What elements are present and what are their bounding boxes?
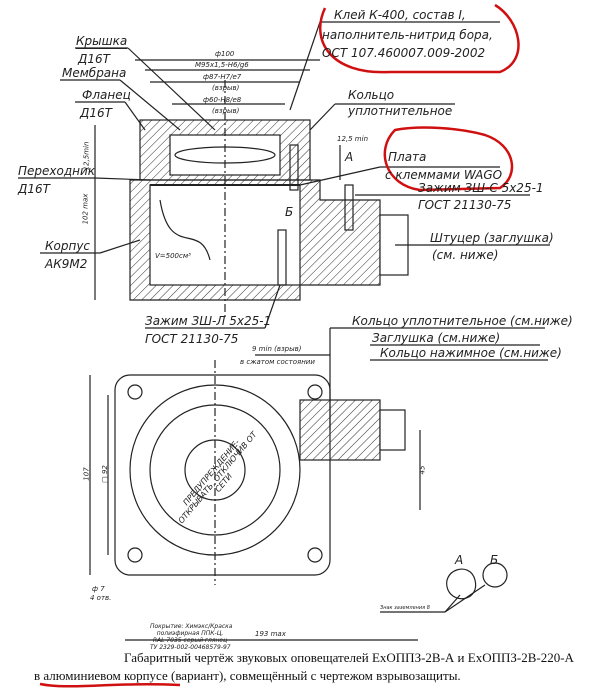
dim-gap: 9 min (взрыв) [252, 345, 302, 353]
dim-w193: 193 max [255, 630, 286, 638]
label-board: Плата [388, 150, 427, 164]
dim-w12-5: 12,5 min [337, 135, 369, 143]
label-fitting-2: (см. ниже) [432, 248, 499, 262]
dim-gap-note: в сжатом состоянии [240, 358, 315, 366]
dim-holes: 4 отв. [90, 594, 112, 602]
label-plug: Заглушка (см.ниже) [372, 331, 501, 345]
glue-note-1: Клей К-400, состав I, [334, 8, 466, 22]
dim-d60-note: (взрыв) [212, 107, 240, 115]
label-body: Корпус [45, 239, 91, 253]
coating-3: RAL 7035 серый глянец [152, 637, 228, 644]
dim-d60: ф60-Н8/е8 [203, 96, 242, 104]
dim-h107: 107 [82, 467, 91, 481]
glue-note-3: ОСТ 107.460007.009-2002 [322, 46, 486, 60]
label-adapter-mat: Д16Т [18, 182, 50, 196]
dim-d87-note: (взрыв) [212, 84, 240, 92]
label-body-mat: АК9М2 [45, 257, 88, 271]
section-a: А [345, 150, 354, 164]
caption-line-1: Габаритный чертёж звуковых оповещателей … [124, 650, 574, 665]
label-flange: Фланец [82, 88, 131, 102]
label-board-2: с клеммами WAGO [385, 168, 503, 182]
label-ring: Кольцо [348, 88, 395, 102]
label-clamp-l: Зажим ЗШ-Л 5х25-1 [145, 314, 272, 328]
label-cover: Крышка [76, 34, 128, 49]
section-b: Б [285, 205, 294, 219]
label-clamp-l-gost: ГОСТ 21130-75 [145, 332, 239, 346]
coating-2: полиэфирная ППК-Ц, [156, 630, 224, 637]
detail-b: Б [490, 553, 499, 567]
dim-thread: М95х1,5-Н6/g6 [195, 61, 249, 69]
caption-line-2: в алюминиевом корпусе (вариант), совмещё… [34, 668, 461, 683]
label-clamp-c: Зажим ЗШ-С 5х25-1 [418, 181, 544, 195]
dim-d87: ф87-Н7/е7 [203, 73, 242, 81]
dim-hole: ф 7 [92, 585, 105, 593]
dim-sq92: □ 92 [100, 465, 109, 483]
dim-d100: ф100 [215, 50, 235, 58]
label-clamp-c-gost: ГОСТ 21130-75 [418, 198, 512, 212]
dim-h12-5: 12,5min [82, 141, 91, 171]
glue-note-2: наполнитель-нитрид бора, [322, 28, 493, 42]
label-adapter: Переходник [18, 164, 96, 178]
label-fitting: Штуцер (заглушка) [430, 231, 554, 245]
label-membrane: Мембрана [62, 66, 127, 80]
label-volume: V=500см³ [155, 252, 191, 260]
label-ring-2: уплотнительное [348, 104, 453, 118]
dim-h45: 45 [418, 465, 427, 475]
label-seal-ring: Кольцо уплотнительное (см.ниже) [352, 314, 573, 328]
dim-h102: 102 max [81, 193, 90, 225]
label-flange-mat: Д16Т [80, 106, 112, 120]
coating-1: Покрытие: Химэкс/Краска [150, 623, 233, 630]
ground-mark-label: Знак заземления 8 [380, 605, 430, 611]
label-press-ring: Кольцо нажимное (см.ниже) [380, 346, 562, 360]
label-cover-mat: Д16Т [78, 52, 110, 66]
red-markup [39, 3, 520, 688]
coating-4: ТУ 2329-002-00468579-97 [150, 644, 231, 651]
detail-a: А [455, 553, 464, 567]
